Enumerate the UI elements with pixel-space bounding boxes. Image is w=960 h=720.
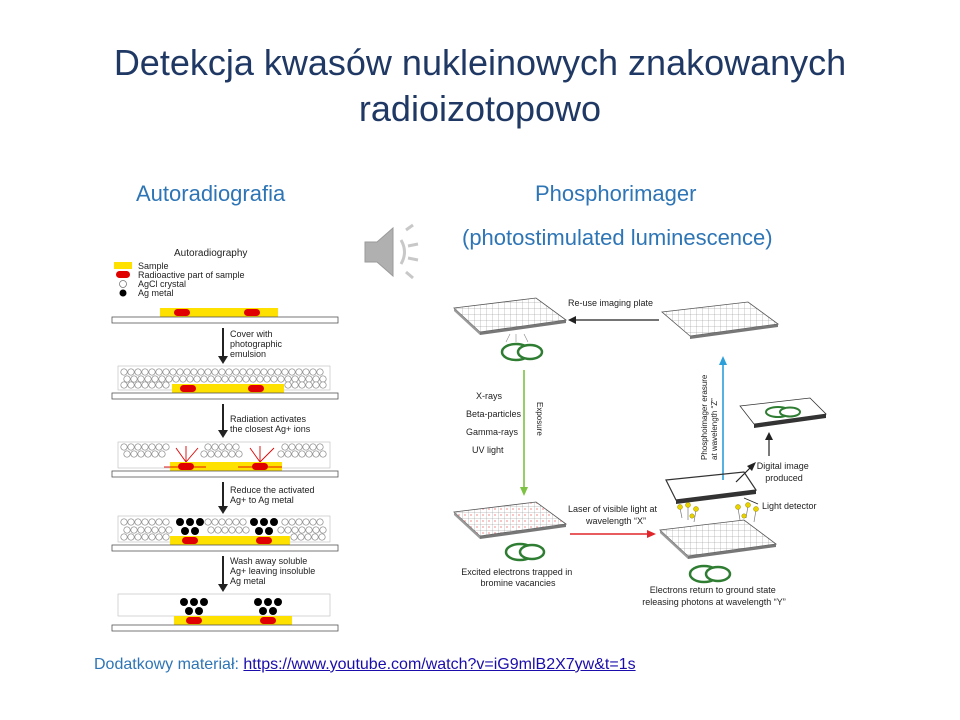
step-4-text: Wash away soluble Ag+ leaving insoluble … [230, 556, 318, 586]
return-label: Electrons return to ground state releasi… [642, 585, 786, 607]
step-2-text: Radiation activates the closest Ag+ ions [230, 414, 311, 434]
plate-top-right [661, 301, 780, 339]
excited-label: Excited electrons trapped in bromine vac… [461, 567, 575, 588]
title-line-1: Detekcja kwasów nukleinowych znakowanych [113, 42, 847, 83]
legend-ag-swatch [119, 289, 127, 297]
legend-agcl: AgCl crystal [138, 279, 186, 289]
detector-label: Light detector [762, 501, 817, 511]
autorad-title: Autoradiography [174, 248, 247, 259]
legend-agcl-swatch [119, 280, 127, 288]
stage-1 [111, 308, 339, 324]
speaker-icon[interactable] [360, 222, 430, 282]
digital-label: Digital image produced [757, 461, 812, 483]
legend-ag: Ag metal [138, 288, 174, 298]
footer-label: Dodatkowy materiał: [94, 656, 239, 673]
erasure-label: Phosphoimager erasure at wavelength “Z” [700, 372, 719, 460]
right-subheading: (photostimulated luminescence) [462, 225, 773, 250]
laser-label: Laser of visible light at wavelength “X” [568, 504, 660, 526]
step-3-text: Reduce the activated Ag+ to Ag metal [230, 485, 317, 505]
left-heading: Autoradiografia [136, 181, 286, 206]
stage-2 [111, 365, 339, 400]
autoradiography-diagram: Autoradiography Sample Radioactive part … [111, 248, 339, 632]
legend-radioactive: Radioactive part of sample [138, 270, 245, 280]
legend-sample-swatch [114, 262, 132, 269]
plate-bottom-left [453, 501, 568, 562]
right-heading: Phosphorimager [535, 181, 697, 206]
youtube-link[interactable]: https://www.youtube.com/watch?v=iG9mlB2X… [243, 656, 636, 673]
title-line-2: radioizotopowo [358, 88, 602, 129]
stage-3 [111, 441, 339, 478]
digital-image-plate [739, 397, 827, 428]
reuse-label: Re-use imaging plate [568, 298, 653, 308]
step-1-text: Cover with photographic emulsion [230, 329, 285, 359]
legend-radioactive-swatch [116, 271, 130, 278]
phosphorimager-diagram: Re-use imaging plate Exposure X-rays Bet… [453, 297, 827, 607]
light-detector [665, 471, 758, 504]
stage-4 [111, 515, 339, 552]
stage-5 [111, 593, 339, 632]
legend-sample: Sample [138, 261, 169, 271]
slide-title: Detekcja kwasów nukleinowych znakowanych… [40, 40, 920, 132]
plate-bottom-right [659, 502, 778, 584]
plate-top-left [453, 297, 568, 362]
footer: Dodatkowy materiał: https://www.youtube.… [94, 656, 636, 674]
sources-list: X-rays Beta-particles Gamma-rays UV ligh… [466, 391, 524, 455]
exposure-label: Exposure [535, 402, 544, 436]
